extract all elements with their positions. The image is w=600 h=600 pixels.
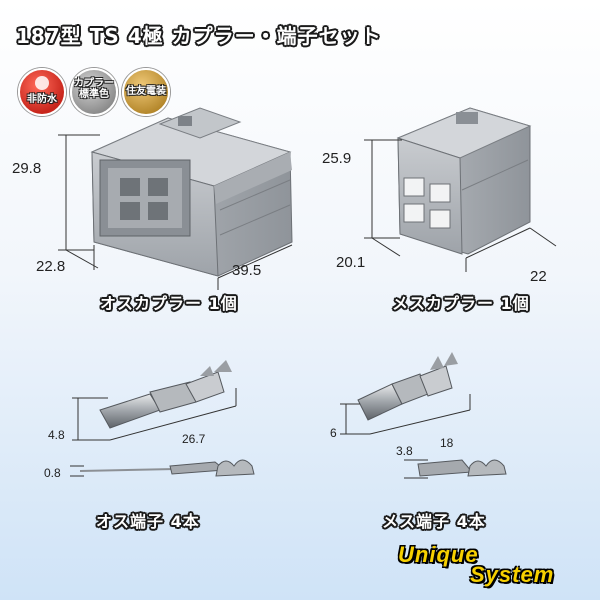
- female-terminal-dimension-lines: [340, 394, 471, 435]
- sumitomo-badge: 住友電装: [122, 68, 170, 116]
- male-coupler-caption: オスカプラー 1個: [100, 294, 238, 313]
- water-drop-icon: [35, 76, 49, 90]
- non-waterproof-badge: 非防水: [18, 68, 66, 116]
- female-terminal-side-image: [417, 459, 507, 477]
- badge-label: 住友電装: [126, 86, 166, 97]
- female-coupler-height: 25.9: [322, 150, 352, 167]
- female-coupler-image: [396, 107, 532, 255]
- female-coupler-caption: メスカプラー 1個: [392, 294, 530, 313]
- female-terminal-thickness: 3.8: [396, 444, 413, 458]
- female-terminal-image: [357, 352, 458, 421]
- female-terminal-width: 6: [330, 426, 337, 440]
- male-coupler-depth: 22.8: [36, 258, 66, 275]
- badge-label: カプラー 標準色: [74, 78, 114, 100]
- male-terminal-dimension-lines: [72, 388, 237, 441]
- standard-color-badge: カプラー 標準色: [70, 68, 118, 116]
- male-terminal-thickness: 0.8: [44, 466, 61, 480]
- male-terminal-length: 26.7: [182, 432, 206, 446]
- male-terminal-caption: オス端子 4本: [96, 512, 200, 531]
- page-title: 187型 TS 4極 カプラー・端子セット: [16, 24, 382, 48]
- male-terminal-side-image: [79, 459, 255, 477]
- male-terminal-width: 4.8: [48, 428, 65, 442]
- female-coupler-dimension-lines: [364, 139, 557, 272]
- male-coupler-dimension-lines: [58, 134, 293, 290]
- male-coupler-height: 29.8: [12, 160, 42, 177]
- male-terminal-image: [99, 360, 232, 429]
- female-coupler-depth: 20.1: [336, 254, 366, 271]
- male-coupler-image: [90, 107, 293, 277]
- badge-label: 非防水: [27, 94, 57, 105]
- female-terminal-length: 18: [440, 436, 454, 450]
- female-coupler-width: 22: [530, 268, 547, 285]
- female-terminal-caption: メス端子 4本: [382, 512, 486, 531]
- male-terminal-thickness-lines: [70, 465, 84, 477]
- brand-line1: Unique: [398, 542, 479, 567]
- female-terminal-thickness-lines: [404, 459, 428, 479]
- brand-line2: System: [470, 562, 555, 587]
- male-coupler-width: 39.5: [232, 262, 262, 279]
